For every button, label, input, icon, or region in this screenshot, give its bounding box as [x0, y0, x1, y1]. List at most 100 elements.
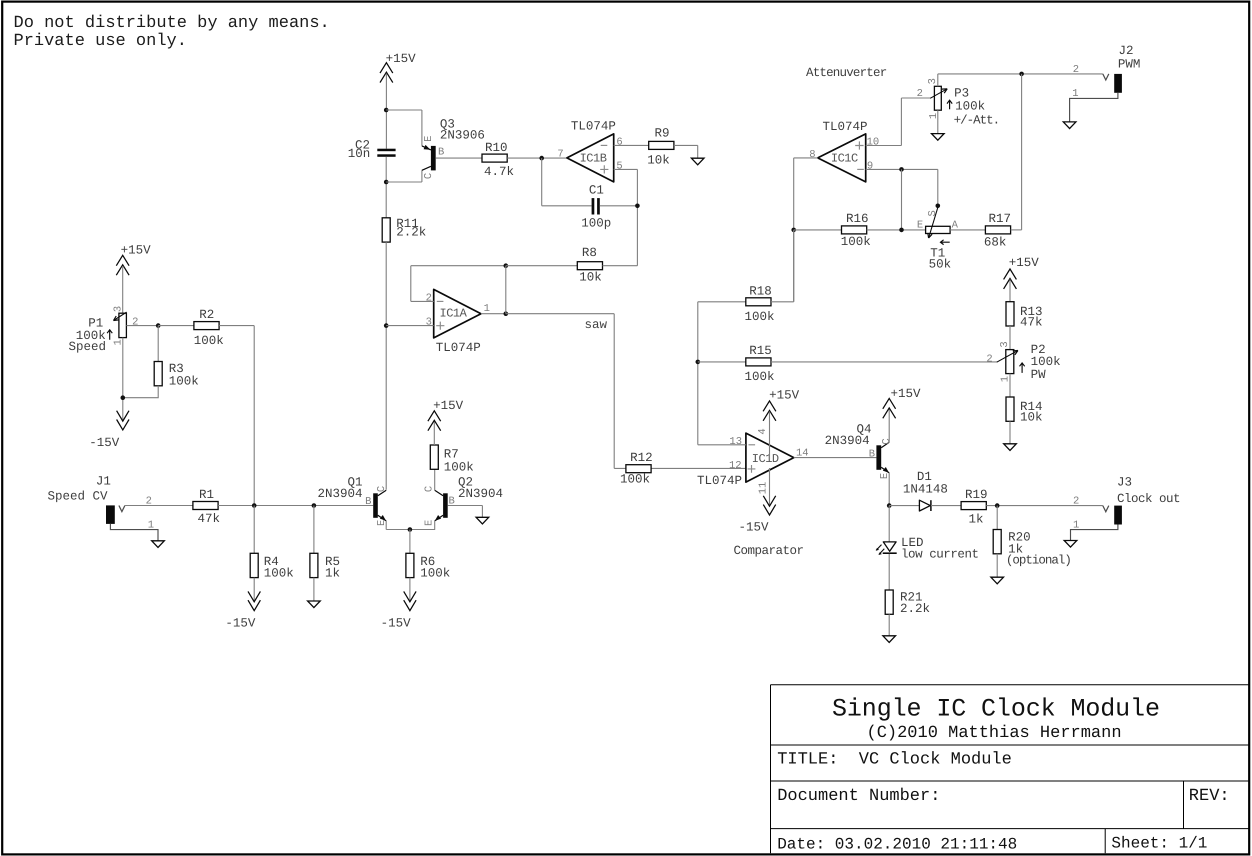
svg-text:100k: 100k [420, 566, 450, 580]
svg-text:2: 2 [1073, 64, 1079, 76]
svg-text:10: 10 [867, 137, 880, 149]
svg-text:B: B [869, 449, 875, 461]
svg-text:4.7k: 4.7k [484, 165, 514, 179]
svg-text:3: 3 [927, 78, 939, 84]
svg-text:(C)2010 Matthias Herrmann: (C)2010 Matthias Herrmann [867, 724, 1122, 743]
svg-text:5: 5 [616, 160, 622, 172]
svg-text:R10: R10 [485, 141, 508, 155]
svg-text:2N3904: 2N3904 [825, 434, 870, 448]
svg-text:2N3906: 2N3906 [440, 128, 485, 142]
svg-text:P2: P2 [1031, 343, 1046, 357]
svg-text:PWM: PWM [1118, 58, 1141, 72]
svg-text:B: B [365, 496, 371, 508]
svg-text:68k: 68k [984, 235, 1007, 249]
svg-text:J3: J3 [1117, 475, 1132, 489]
svg-text:R5: R5 [325, 555, 340, 569]
svg-text:+15V: +15V [121, 243, 152, 257]
svg-text:-15V: -15V [225, 616, 256, 630]
svg-text:R7: R7 [444, 448, 459, 462]
svg-text:9: 9 [867, 160, 873, 172]
svg-text:Speed: Speed [69, 340, 107, 354]
svg-text:+15V: +15V [433, 399, 464, 413]
svg-text:C: C [376, 486, 388, 492]
svg-text:100k: 100k [745, 370, 775, 384]
svg-text:10k: 10k [647, 153, 670, 167]
svg-text:R13: R13 [1020, 305, 1043, 319]
svg-text:-15V: -15V [381, 616, 412, 630]
svg-text:R1: R1 [199, 488, 214, 502]
svg-text:2N3904: 2N3904 [318, 487, 363, 501]
svg-text:B: B [438, 147, 444, 159]
svg-text:D1: D1 [917, 470, 932, 484]
svg-text:100k: 100k [444, 460, 474, 474]
svg-text:Q1: Q1 [348, 475, 363, 489]
svg-text:Speed CV: Speed CV [48, 489, 109, 503]
svg-text:Comparator: Comparator [734, 544, 804, 558]
svg-text:+/-Att.: +/-Att. [954, 114, 1000, 128]
svg-text:+15V: +15V [769, 389, 800, 403]
svg-text:13: 13 [729, 436, 742, 448]
svg-text:2: 2 [917, 88, 923, 100]
svg-text:Q4: Q4 [857, 423, 872, 437]
svg-text:100k: 100k [169, 374, 199, 388]
svg-text:E: E [879, 473, 891, 479]
svg-text:Document Number:: Document Number: [777, 787, 940, 806]
svg-text:1k: 1k [325, 566, 340, 580]
svg-text:3: 3 [426, 317, 432, 329]
svg-text:E: E [424, 520, 436, 526]
svg-text:TITLE: VC Clock Module: TITLE: VC Clock Module [777, 751, 1012, 770]
svg-text:-15V: -15V [89, 436, 120, 450]
svg-text:Private use only.: Private use only. [14, 32, 187, 51]
svg-text:LED: LED [901, 536, 924, 550]
svg-text:100k: 100k [955, 100, 985, 114]
svg-text:IC1A: IC1A [440, 307, 468, 321]
svg-text:C: C [423, 173, 435, 179]
svg-text:100k: 100k [841, 235, 871, 249]
svg-text:11: 11 [758, 482, 770, 495]
svg-text:2: 2 [146, 495, 152, 507]
svg-text:14: 14 [796, 448, 809, 460]
svg-text:IC1C: IC1C [831, 151, 858, 165]
svg-text:P1: P1 [88, 317, 103, 331]
svg-text:S: S [927, 210, 939, 216]
svg-text:A: A [952, 220, 959, 232]
svg-text:R20: R20 [1008, 530, 1031, 544]
svg-text:1: 1 [1073, 519, 1079, 531]
svg-text:R11: R11 [396, 217, 419, 231]
svg-text:R2: R2 [199, 308, 214, 322]
svg-text:Attenuverter: Attenuverter [806, 66, 887, 80]
svg-text:47k: 47k [198, 512, 221, 526]
svg-text:1: 1 [484, 303, 490, 315]
svg-text:2.2k: 2.2k [396, 226, 426, 240]
svg-text:Clock out: Clock out [1117, 492, 1180, 506]
svg-text:TL074P: TL074P [436, 341, 481, 355]
svg-text:10k: 10k [579, 271, 602, 285]
svg-text:R3: R3 [169, 362, 184, 376]
svg-text:R21: R21 [900, 590, 923, 604]
svg-text:6: 6 [616, 136, 622, 148]
svg-text:2N3904: 2N3904 [458, 487, 503, 501]
svg-text:10n: 10n [348, 147, 371, 161]
svg-text:1: 1 [148, 519, 154, 531]
svg-text:10k: 10k [1020, 410, 1043, 424]
svg-text:2: 2 [986, 353, 992, 365]
svg-text:100p: 100p [581, 217, 611, 231]
svg-text:100k: 100k [264, 566, 294, 580]
svg-text:R4: R4 [264, 555, 279, 569]
svg-text:IC1D: IC1D [752, 452, 779, 466]
svg-text:2: 2 [132, 316, 138, 328]
svg-text:1k: 1k [1008, 542, 1023, 556]
svg-text:+15V: +15V [386, 52, 417, 66]
svg-text:Q2: Q2 [458, 475, 473, 489]
svg-text:J2: J2 [1119, 44, 1134, 58]
svg-text:R17: R17 [989, 212, 1012, 226]
svg-text:100k: 100k [1031, 355, 1061, 369]
svg-text:Q3: Q3 [440, 117, 455, 131]
svg-text:8: 8 [809, 149, 815, 161]
svg-text:1: 1 [928, 113, 940, 119]
svg-text:C2: C2 [355, 138, 370, 152]
svg-text:100k: 100k [745, 310, 775, 324]
svg-text:R9: R9 [655, 126, 670, 140]
svg-text:12: 12 [729, 460, 742, 472]
svg-text:C1: C1 [589, 183, 604, 197]
